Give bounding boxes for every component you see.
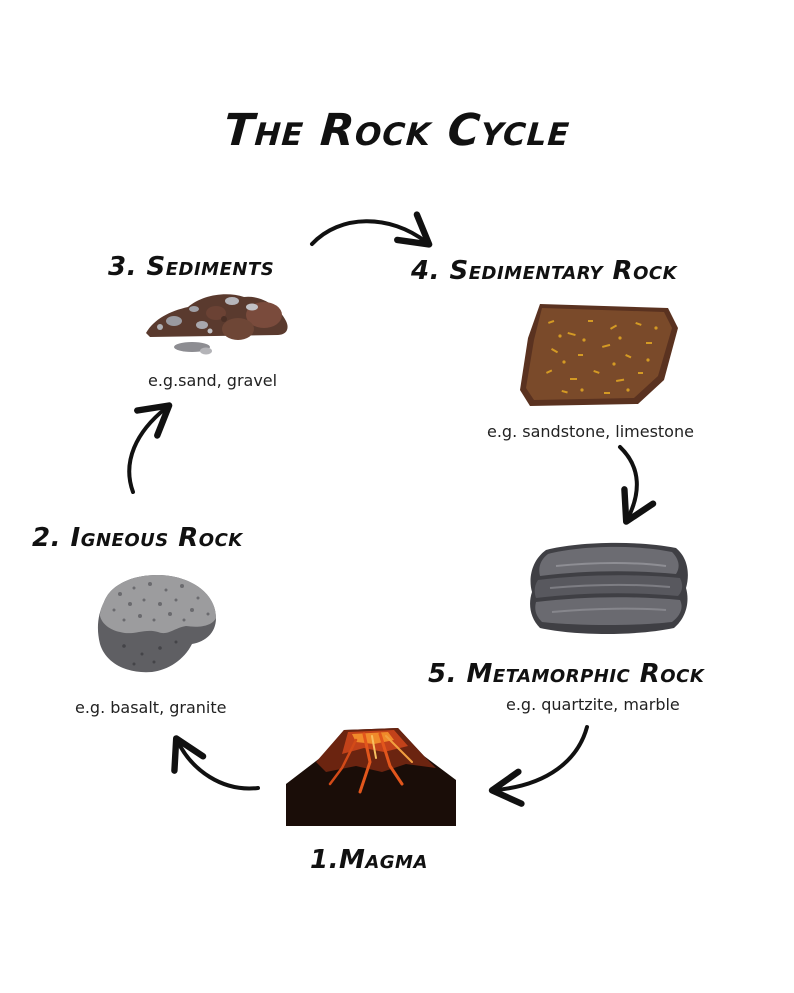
- igneous-rock-icon: [97, 575, 216, 673]
- arrow-sedimentary-to-metamorphic: [618, 445, 657, 525]
- metamorphic-rock-icon: [530, 542, 688, 634]
- sediments-example: e.g.sand, gravel: [148, 371, 278, 390]
- arrow-magma-to-igneous: [171, 735, 260, 791]
- sediments-label: 3. Sediments: [108, 252, 275, 282]
- metamorphic-rock-example: e.g. quartzite, marble: [506, 695, 680, 714]
- igneous-rock-example: e.g. basalt, granite: [75, 698, 227, 717]
- igneous-rock-label: 2. Igneous Rock: [32, 523, 243, 553]
- sedimentary-rock-example: e.g. sandstone, limestone: [487, 422, 694, 441]
- magma-label: 1.Magma: [310, 845, 428, 875]
- metamorphic-rock-label: 5. Metamorphic Rock: [428, 659, 705, 689]
- sedimentary-rock-icon: [520, 304, 678, 406]
- arrow-metamorphic-to-magma: [488, 725, 589, 807]
- sediment-pile-icon: [146, 294, 288, 355]
- sedimentary-rock-label: 4. Sedimentary Rock: [411, 256, 678, 286]
- volcano-icon: [286, 728, 456, 826]
- arrow-igneous-to-sediments: [127, 402, 173, 494]
- arrow-sediments-to-sedimentary: [310, 211, 433, 248]
